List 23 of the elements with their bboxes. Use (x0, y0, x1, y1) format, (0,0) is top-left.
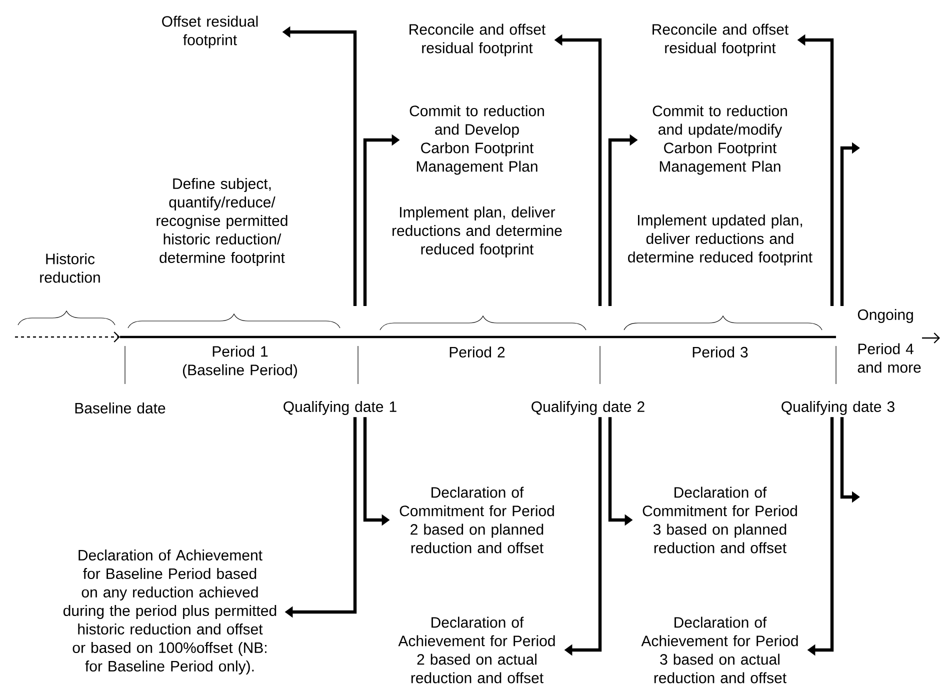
label-text: Period 2 (450, 346, 505, 358)
step-text: Qualifying date 2 (532, 401, 644, 415)
step-text: Commit to reduction and update/modify Carbon Footprint Management Plan (652, 105, 787, 175)
label-text: Define subject, quantify/reduce/ recognise permitted historic reduction/ determine footprint (156, 178, 288, 266)
step-text: Qualifying date 1 (284, 401, 396, 415)
step-text: Declaration of Commitment for Period 2 based on planned reduction and offset (400, 486, 554, 554)
step-text: Reconcile and offset residual footprint (410, 24, 546, 56)
label-text: Implement plan, deliver reductions and determine reduced footprint (392, 206, 562, 258)
label-text: Period 1 (Baseline Period) (182, 346, 297, 378)
step-text: Declaration of Achievement for Baseline Period based on any reduction achieved during the period plus permitted historic reduction and offset or based on 100%offset (NB: for Baseline Period only). (63, 550, 276, 674)
label-text: Ongoing (858, 309, 913, 323)
step-text: Declaration of Achievement for Period 2 based on actual reduction and offset (398, 616, 555, 684)
step-text: Qualifying date 3 (782, 401, 894, 415)
step-text: Commit to reduction and Develop Carbon Footprint Management Plan (410, 105, 544, 175)
label-text: Implement updated plan, deliver reductions and determine reduced footprint (628, 214, 812, 266)
label-text: Historic reduction (40, 253, 100, 283)
step-text: Reconcile and offset residual footprint (652, 24, 789, 56)
label-text: Period 3 (692, 346, 748, 358)
label-text: Period 4 and more (858, 343, 921, 373)
label-text: Baseline date (75, 402, 166, 414)
step-text: Declaration of Commitment for Period 3 based on planned reduction and offset (642, 486, 797, 554)
step-text: Offset residual footprint (162, 16, 258, 48)
step-text: Declaration of Achievement for Period 3 based on actual reduction and offset (641, 616, 798, 684)
